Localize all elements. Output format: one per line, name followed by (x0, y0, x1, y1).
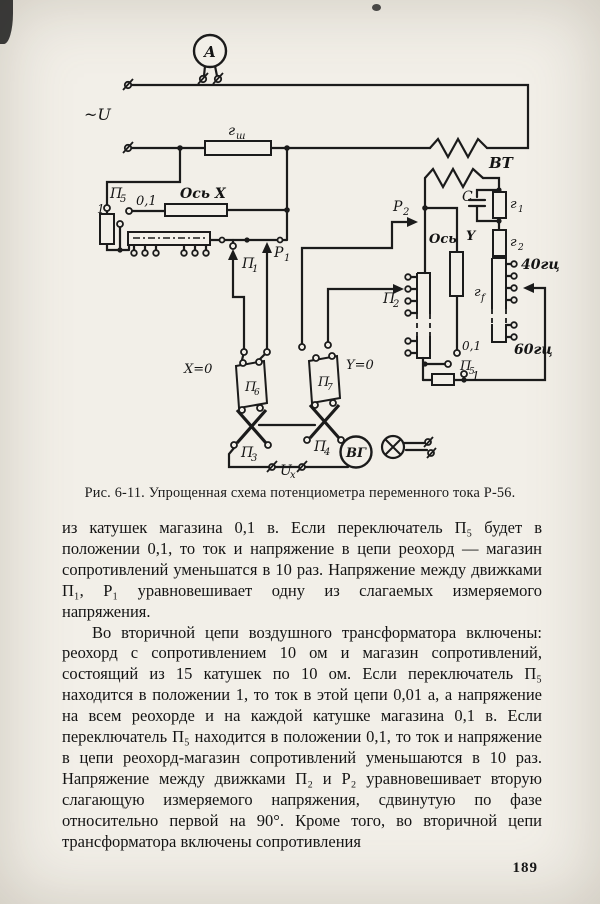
shunt-resistor-label: г (228, 123, 235, 139)
r2-label: г (510, 235, 517, 250)
axis-y-label-2: Y (466, 229, 477, 244)
p3-sub: 3 (251, 453, 257, 464)
slider-r1-label: Р (273, 245, 284, 261)
scan-smudge (0, 0, 13, 44)
r1-sub: 1 (518, 205, 524, 215)
galvanometer-label: ВГ (345, 446, 367, 461)
p5-right-sub: 5 (469, 367, 475, 377)
wires (105, 64, 547, 469)
slider-r2-label: Р (392, 199, 403, 215)
p5-left-sub: 5 (120, 194, 126, 205)
axis-y-label-1: Ось (429, 232, 457, 247)
p1-label: П (241, 256, 255, 272)
junction-dots (117, 145, 502, 383)
p4-sub: 4 (323, 447, 330, 458)
switch-p3 (235, 408, 268, 445)
p5-right-label: П (459, 359, 472, 374)
ammeter-label: А (203, 43, 216, 61)
figure-caption: Рис. 6-11. Упрощенная схема потенциометр… (84, 485, 516, 501)
rheochord-x (164, 203, 228, 217)
rf-sub: f (480, 293, 487, 304)
p7-sub: 7 (327, 383, 333, 393)
contacts (103, 74, 518, 471)
slider-r1-sub: 1 (284, 253, 290, 264)
resistor-r2 (492, 229, 507, 257)
r2-sub: 2 (517, 243, 524, 253)
pos01-left-label: 0,1 (136, 194, 157, 209)
resistor-rf-box (491, 257, 507, 343)
vibration-galvanometer (339, 435, 373, 469)
shunt-resistor (204, 140, 272, 156)
paragraph-1: из катушек магазина 0,1 в. Если переключ… (62, 518, 542, 621)
components (99, 140, 507, 410)
p1-sub: 1 (252, 264, 258, 275)
rf-label: г (474, 285, 481, 300)
left-resistor (99, 213, 115, 245)
circuit-diagram: А ~U г ш Ось Х 1 П 5 0,1 П 1 Р 1 Х=0 П 6… (84, 33, 560, 481)
p7-label: П (317, 375, 330, 390)
p3-label: П (240, 445, 254, 461)
slider-r2-sub: 2 (402, 207, 409, 218)
scan-speck (372, 4, 381, 11)
x-zero-label: Х=0 (183, 362, 212, 377)
ammeter (192, 33, 228, 69)
pos01-right-label: 0,1 (462, 339, 481, 353)
transformer-label: ВТ (488, 154, 515, 172)
capacitor-label: С (462, 189, 473, 205)
page-number: 189 (512, 860, 538, 876)
p5-left-label: П (109, 186, 123, 202)
r1-label: г (510, 197, 517, 212)
y-zero-label: Y=0 (346, 358, 374, 373)
source-voltage-label: ~U (84, 105, 111, 124)
axis-x-label: Ось Х (180, 186, 227, 202)
p4-label: П (313, 439, 327, 455)
terminal-slashes (122, 72, 437, 473)
switch-block-p6 (234, 359, 269, 410)
switch-p4 (308, 403, 341, 440)
resistor-r1 (492, 191, 507, 219)
ux-sub: x (290, 470, 296, 478)
body-text: из катушек магазина 0,1 в. Если переключ… (62, 518, 542, 853)
bottom-resistor (431, 373, 455, 386)
pos1-right-label: 1 (472, 369, 480, 383)
ux-label: U (280, 463, 293, 478)
rheochord-y (449, 251, 464, 297)
p6-sub: 6 (254, 388, 260, 398)
figure-6-11: А ~U г ш Ось Х 1 П 5 0,1 П 1 Р 1 Х=0 П 6… (84, 33, 560, 481)
p6-label: П (244, 380, 257, 395)
lamp-icon (380, 434, 406, 460)
shunt-resistor-sub: ш (236, 131, 245, 142)
freq60-label: 60гц (514, 342, 553, 358)
magazine-p2 (416, 272, 431, 359)
freq40-label: 40гц (521, 257, 560, 273)
arrowheads (228, 217, 534, 294)
switch-block-p7 (307, 354, 342, 405)
pos1-left-label: 1 (97, 202, 105, 216)
p2-sub: 2 (392, 299, 399, 310)
knife-switches (235, 403, 341, 445)
p2-label: П (382, 291, 396, 307)
paragraph-2: Во вторичной цепи воздушного трансформат… (62, 622, 542, 851)
